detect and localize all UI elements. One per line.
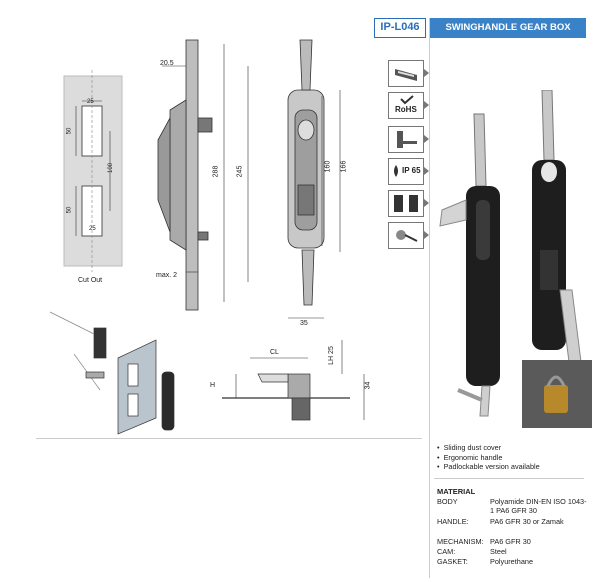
icon-pointer-arrow (424, 135, 429, 143)
product-code: IP-L046 (374, 18, 426, 38)
cutout-dim-spacing: 100 (108, 162, 115, 174)
material-key: CAM: (437, 547, 456, 556)
rohs-icon: RoHS (388, 92, 424, 119)
rohs-label: RoHS (395, 105, 417, 114)
bottom-dim-lh: LH 25 (327, 346, 335, 365)
side-view-drawing (157, 39, 213, 311)
cutout-dim-h2: 50 (66, 206, 73, 214)
material-value: Polyamide DIN-EN ISO 1043-1 PA6 GFR 30 (490, 497, 587, 516)
material-value: PA6 GFR 30 or Zamak (490, 517, 564, 526)
feature-list: Sliding dust cover Ergonomic handle Padl… (437, 443, 540, 472)
bottom-dim-cl: CL (270, 349, 279, 356)
icon-pointer-arrow (424, 231, 429, 239)
product-photo (439, 90, 592, 428)
bottom-dim-h: H (210, 382, 216, 389)
material-value: PA6 GFR 30 (490, 537, 531, 546)
ip65-icon: IP 65 (388, 158, 424, 185)
ip-rating-label: IP 65 (402, 166, 421, 175)
cutout-drawing (63, 70, 123, 272)
cutout-caption: Cut Out (78, 277, 103, 284)
front-dim-35: 35 (300, 320, 308, 327)
front-dim-245: 245 (236, 165, 244, 178)
section-divider (434, 478, 584, 479)
panel-mount-icon (388, 126, 424, 153)
feature-item: Ergonomic handle (437, 453, 540, 463)
material-key: HANDLE: (437, 517, 469, 526)
icon-pointer-arrow (424, 167, 429, 175)
front-dim-160: 160 (324, 160, 332, 173)
cutout-dim-h1: 50 (66, 127, 73, 135)
front-dim-total: 288 (212, 165, 220, 178)
column-divider (429, 18, 430, 578)
icon-pointer-arrow (424, 101, 429, 109)
side-dim-top: 20.5 (160, 60, 174, 67)
bottom-dim-34: 34 (364, 381, 372, 390)
material-value: Polyurethane (490, 557, 534, 566)
front-dim-166: 166 (340, 160, 348, 173)
technical-drawing (49, 39, 365, 435)
cutout-dim-bottom: 25 (89, 226, 96, 232)
material-heading: MATERIAL (437, 487, 476, 496)
icon-pointer-arrow (424, 69, 429, 77)
material-key: GASKET: (437, 557, 468, 566)
front-view-drawing (223, 39, 341, 319)
feature-item: Padlockable version available (437, 462, 540, 472)
exploded-assembly-drawing (49, 311, 175, 435)
material-key: MECHANISM: (437, 537, 484, 546)
bottom-view-drawing (222, 340, 365, 421)
cutout-dim-width: 25 (87, 99, 94, 105)
padlock-key-icon (388, 222, 424, 249)
gasket-icon (388, 190, 424, 217)
material-value: Steel (490, 547, 507, 556)
side-dim-max: max. 2 (156, 272, 178, 279)
profile-rail-icon (388, 60, 424, 87)
feature-item: Sliding dust cover (437, 443, 540, 453)
section-divider (36, 438, 422, 439)
product-title: SWINGHANDLE GEAR BOX (430, 18, 586, 38)
icon-pointer-arrow (424, 199, 429, 207)
material-key: BODY (437, 497, 458, 506)
